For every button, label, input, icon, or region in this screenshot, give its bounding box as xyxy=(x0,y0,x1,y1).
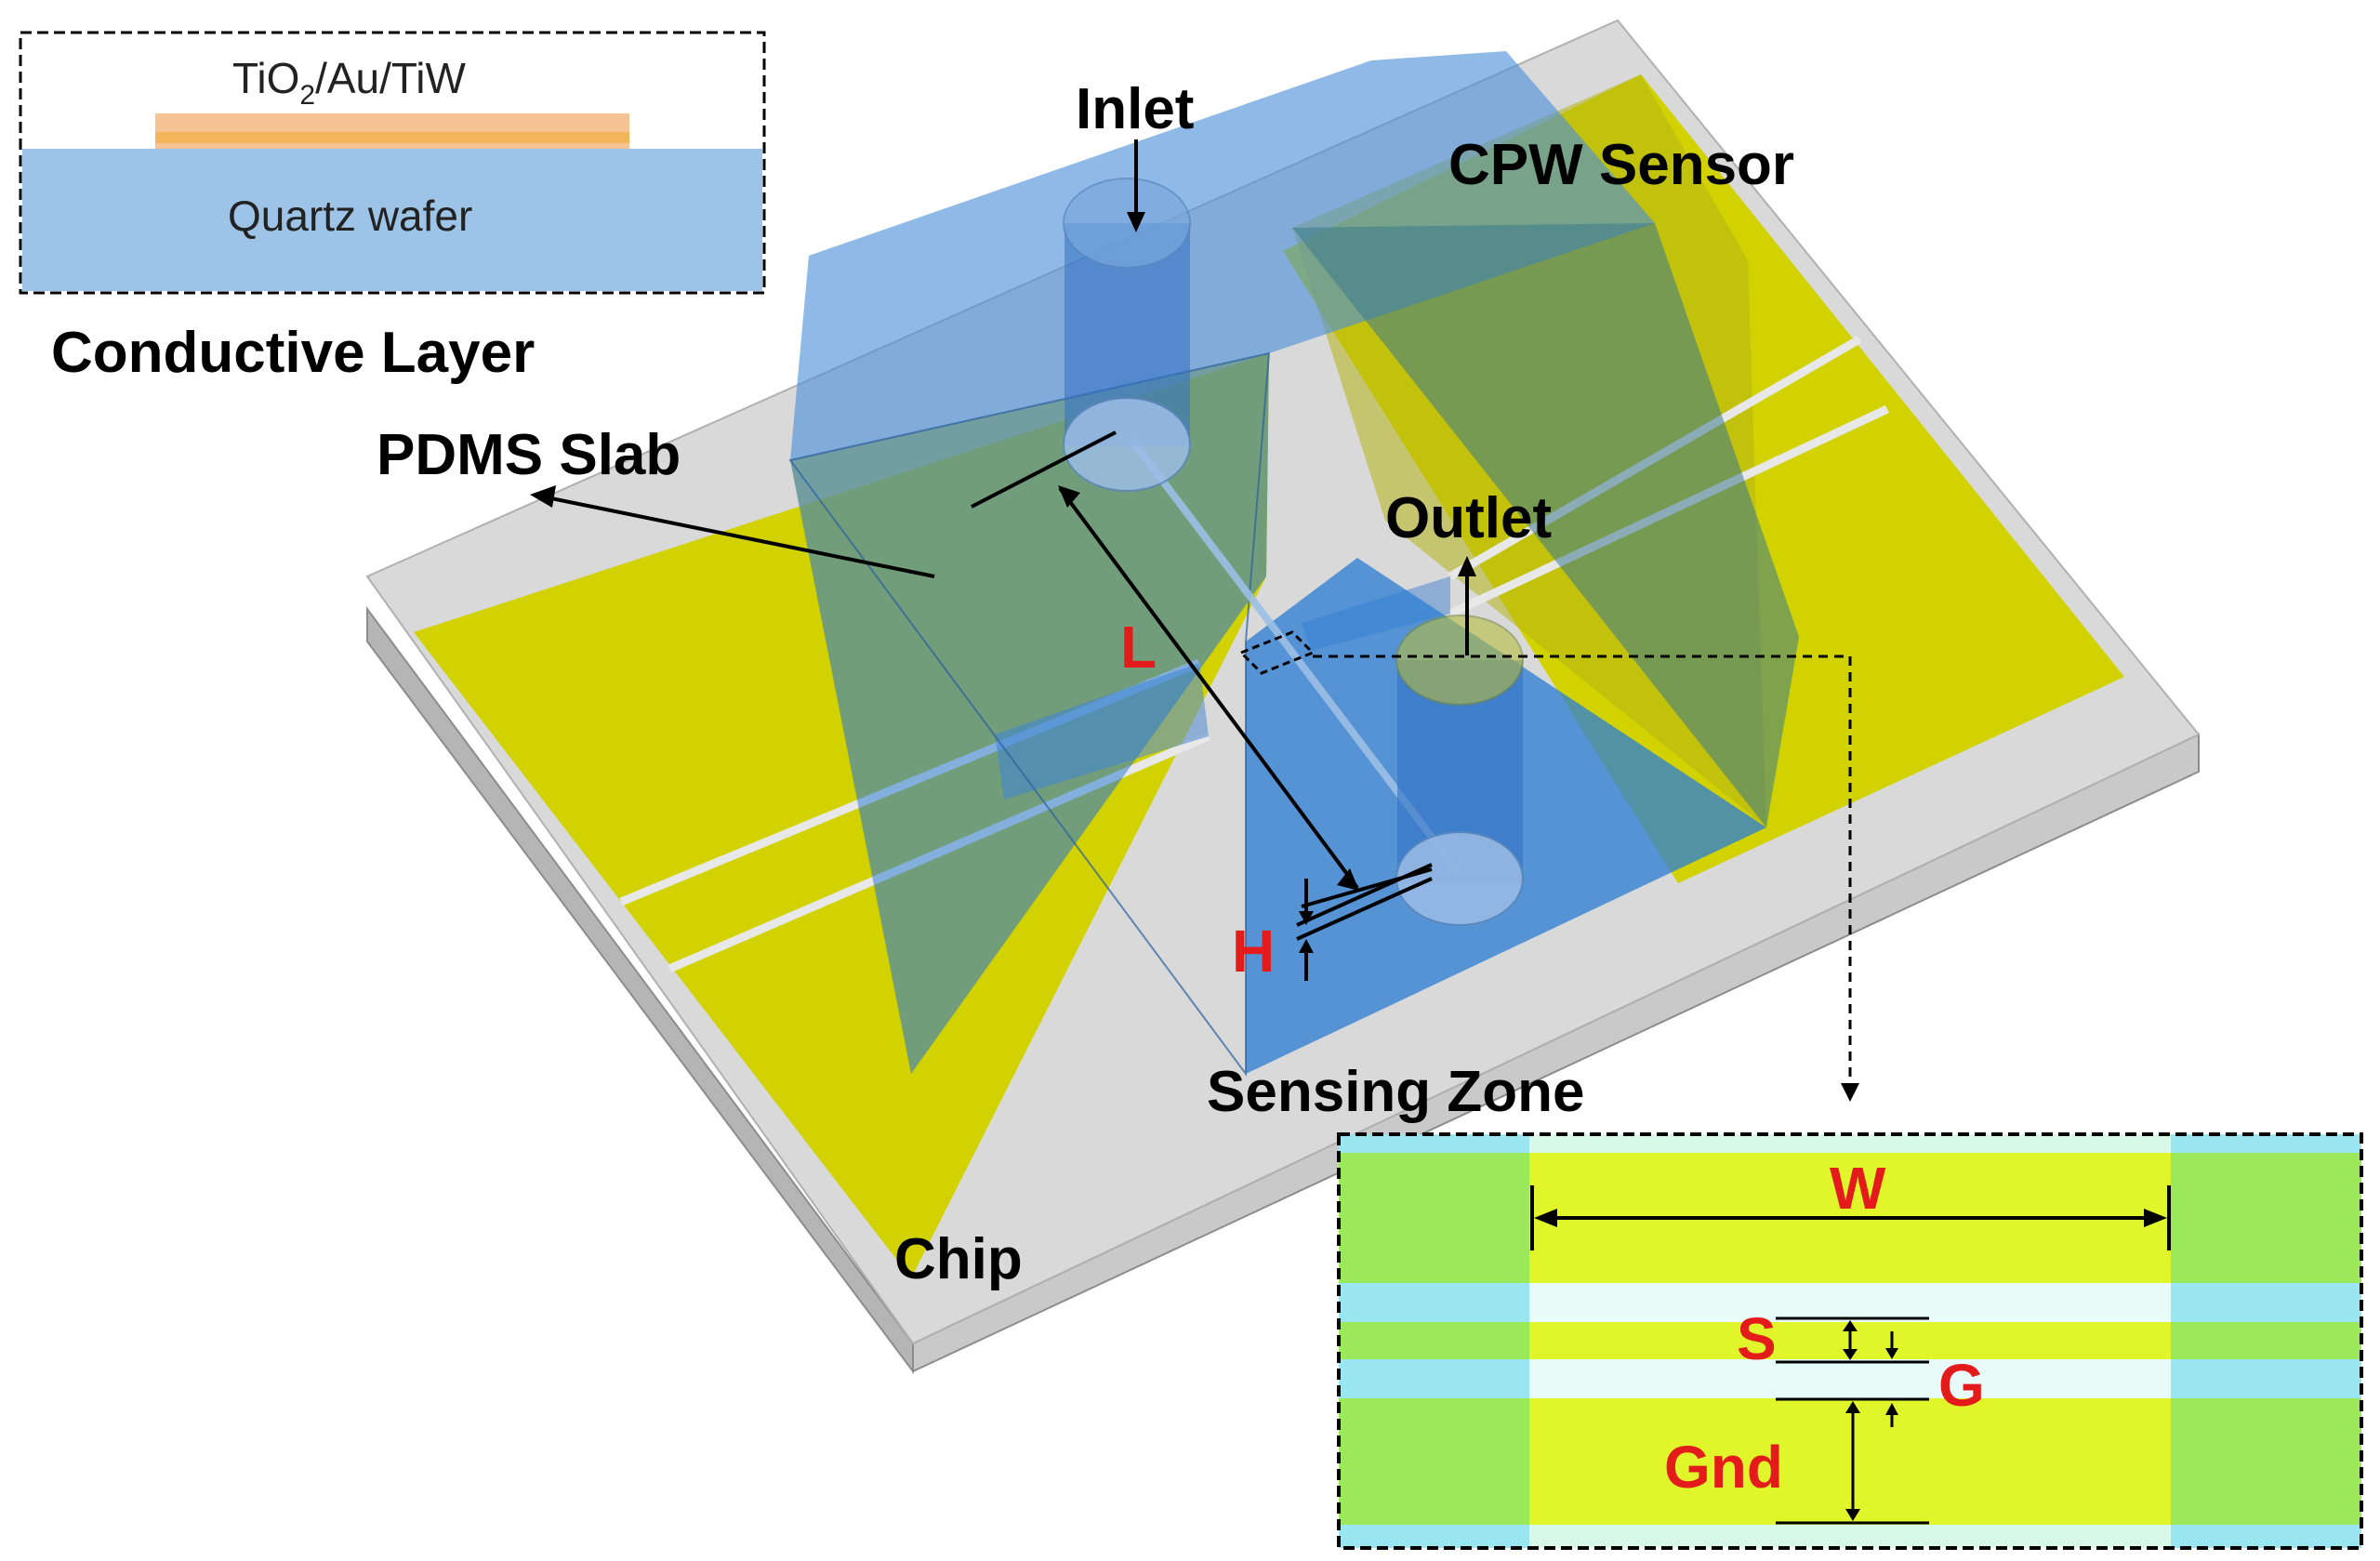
inlet-label: Inlet xyxy=(1076,77,1194,141)
h-arrow-top-head xyxy=(1299,911,1314,925)
l-arrow-head-bottom xyxy=(1337,868,1359,891)
pdms-left-wedge xyxy=(790,353,1269,1074)
inset-caption: Conductive Layer xyxy=(51,321,535,385)
outlet-port xyxy=(1395,615,1524,926)
l-dimension-line xyxy=(1058,486,1359,890)
sensing-zone-label: Sensing Zone xyxy=(1207,1060,1584,1124)
zoom-leader-head xyxy=(1841,1083,1859,1102)
h-arrow-bottom-head xyxy=(1299,939,1314,953)
zoom-gap-label: G xyxy=(1938,1352,1985,1419)
annotations xyxy=(530,139,1859,1102)
zoom-top-edge-center xyxy=(1529,1134,2171,1153)
zoom-bottom-edge-center xyxy=(1529,1525,2171,1548)
w-dimension xyxy=(1530,1185,2171,1250)
outlet-cylinder-bottom xyxy=(1395,831,1524,926)
l-dimension-tick-top xyxy=(971,430,1117,509)
pdms-top-face xyxy=(790,51,1655,460)
quartz-wafer-layer xyxy=(22,149,762,291)
tio2-au-tiw-layer xyxy=(155,113,629,149)
s-g-gnd-dimensions xyxy=(1776,1316,1929,1525)
l-arrow-head-top xyxy=(1058,485,1080,508)
inlet-cylinder-bottom xyxy=(1063,397,1191,492)
pdms-pointer-line xyxy=(546,496,935,578)
pdms-right-wedge xyxy=(1292,223,1799,827)
outlet-cylinder-top xyxy=(1395,615,1524,706)
inlet-port xyxy=(1063,178,1191,492)
h-tick-1 xyxy=(1296,863,1433,927)
outlet-arrow-head xyxy=(1458,556,1476,576)
length-label: L xyxy=(1120,614,1157,681)
conductive-layer-inset: TiO2/Au/TiW Quartz wafer Conductive Laye… xyxy=(19,31,766,385)
zoom-signal-label: S xyxy=(1737,1305,1777,1372)
zoom-leader-line xyxy=(1313,655,1852,1088)
inlet-arrow-head xyxy=(1127,212,1145,232)
height-label: H xyxy=(1232,918,1275,985)
zoom-slot-2-center xyxy=(1529,1359,2171,1398)
inset-top-layer-label: TiO2/Au/TiW xyxy=(232,54,467,111)
zoom-width-label: W xyxy=(1830,1155,1886,1222)
outlet-label: Outlet xyxy=(1385,486,1552,550)
cpw-sensor-label: CPW Sensor xyxy=(1448,133,1794,197)
inlet-cylinder-top xyxy=(1063,178,1191,269)
pdms-slab-label: PDMS Slab xyxy=(377,423,681,487)
sensing-zone-zoom-inset: W S G Gnd xyxy=(1337,1132,2363,1550)
zoom-ground-label: Gnd xyxy=(1664,1434,1783,1501)
zoom-frame xyxy=(1337,1132,2363,1550)
pdms-pointer-head xyxy=(530,485,556,508)
zoom-slot-1-center xyxy=(1529,1283,2171,1322)
inset-substrate-label: Quartz wafer xyxy=(228,192,472,240)
chip-label: Chip xyxy=(894,1227,1023,1291)
h-tick-2 xyxy=(1296,877,1433,941)
au-layer-stripe xyxy=(155,132,629,143)
labels: Inlet CPW Sensor PDMS Slab Outlet L H Se… xyxy=(377,77,1794,1291)
sensing-zone-marker xyxy=(1238,630,1316,675)
